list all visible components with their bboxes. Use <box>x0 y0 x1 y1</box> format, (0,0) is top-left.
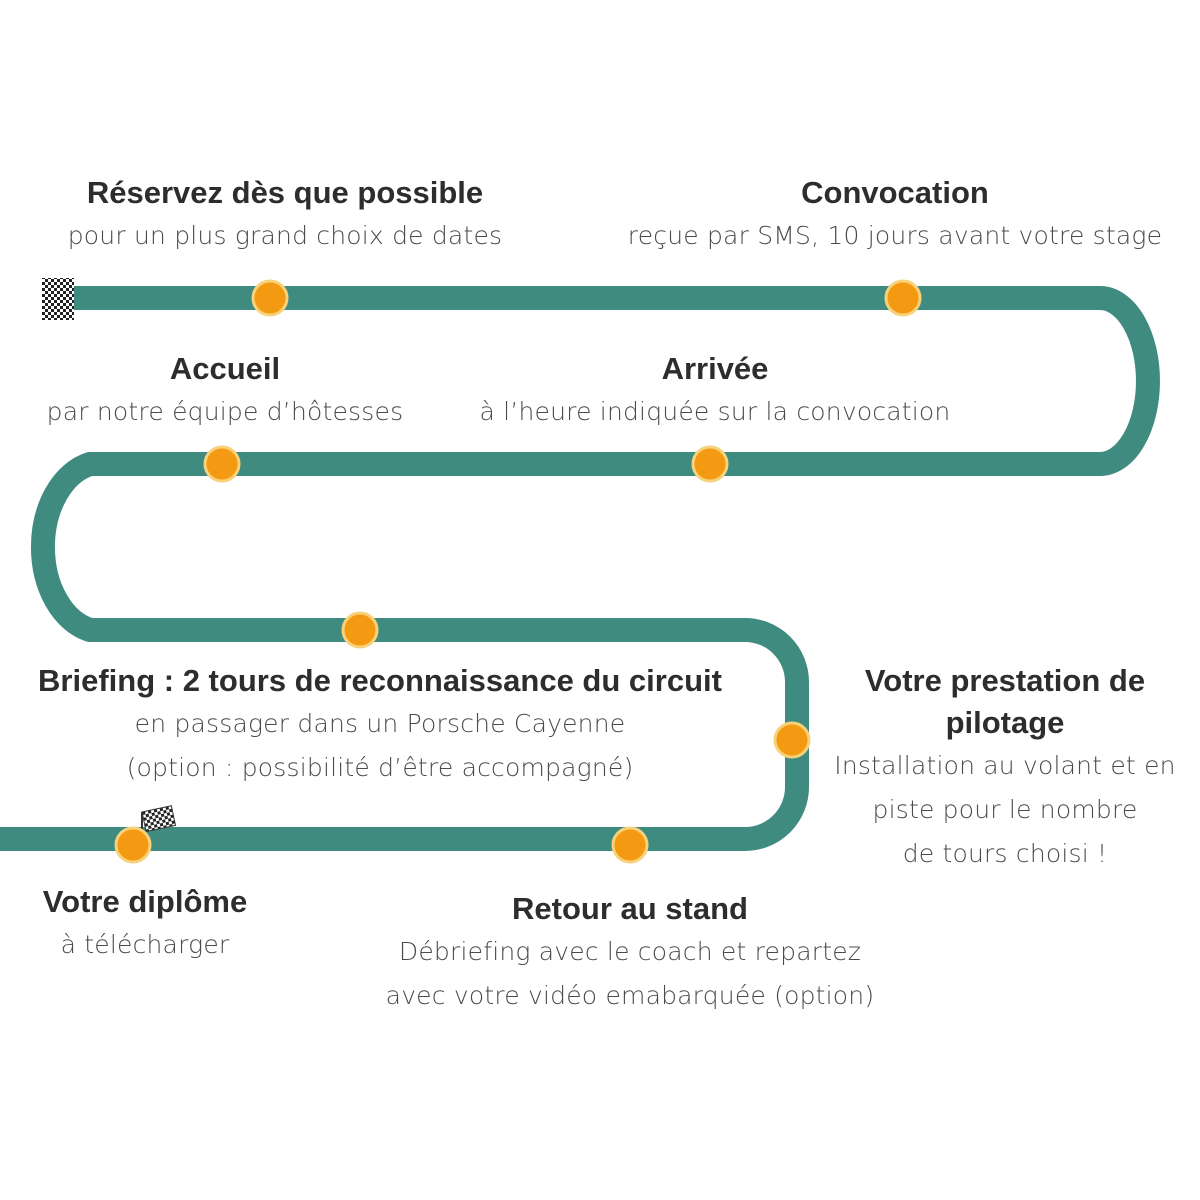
step-description: de tours choisi ! <box>902 839 1108 868</box>
checkered-flag-icon <box>42 278 74 320</box>
step-marker-retour <box>611 826 649 864</box>
step-convocation: Convocation reçue par SMS, 10 jours avan… <box>600 172 1190 258</box>
step-title: Arrivée <box>661 351 769 386</box>
step-title: Votre prestation de pilotage <box>864 663 1146 740</box>
step-description: à télécharger <box>60 930 230 959</box>
step-description: piste pour le nombre <box>872 795 1138 824</box>
step-title: Votre diplôme <box>42 884 248 919</box>
step-description: en passager dans un Porsche Cayenne <box>134 709 626 738</box>
race-track-path <box>0 286 1160 851</box>
step-diplome: Votre diplôme à télécharger <box>10 881 280 967</box>
step-description: par notre équipe d’hôtesses <box>46 397 404 426</box>
step-title: Retour au stand <box>512 891 748 926</box>
step-retour: Retour au stand Débriefing avec le coach… <box>360 888 900 1018</box>
step-description: Débriefing avec le coach et repartez <box>398 937 862 966</box>
step-marker-accueil <box>203 445 241 483</box>
step-reservez: Réservez dès que possible pour un plus g… <box>20 172 550 258</box>
step-description: avec votre vidéo emabarquée (option) <box>385 981 875 1010</box>
step-accueil: Accueil par notre équipe d’hôtesses <box>20 348 430 434</box>
step-marker-diplome <box>114 826 152 864</box>
step-marker-prestation <box>773 721 811 759</box>
step-description: Installation au volant et en <box>834 751 1176 780</box>
step-description: à l’heure indiquée sur la convocation <box>479 397 951 426</box>
step-description: pour un plus grand choix de dates <box>67 221 503 250</box>
step-arrivee: Arrivée à l’heure indiquée sur la convoc… <box>460 348 970 434</box>
step-description: (option : possibilité d’être accompagné) <box>126 753 634 782</box>
step-title: Briefing : 2 tours de reconnaissance du … <box>38 663 722 698</box>
step-marker-briefing <box>341 611 379 649</box>
step-prestation: Votre prestation de pilotage Installatio… <box>830 660 1180 876</box>
step-title: Convocation <box>801 175 989 210</box>
step-title: Accueil <box>169 351 281 386</box>
step-marker-reservez <box>251 279 289 317</box>
step-briefing: Briefing : 2 tours de reconnaissance du … <box>0 660 760 790</box>
step-description: reçue par SMS, 10 jours avant votre stag… <box>627 221 1163 250</box>
step-marker-convocation <box>884 279 922 317</box>
step-title: Réservez dès que possible <box>86 175 484 210</box>
step-marker-arrivee <box>691 445 729 483</box>
